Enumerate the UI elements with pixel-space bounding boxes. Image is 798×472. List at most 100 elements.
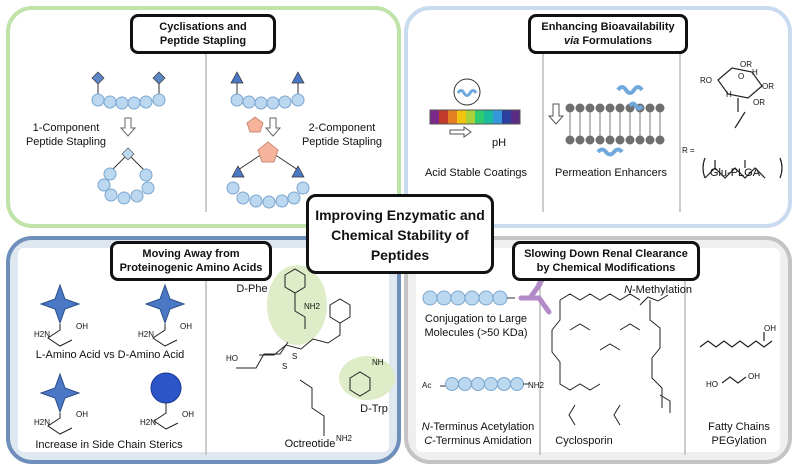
bulky-amino-acid <box>150 372 182 430</box>
permeation-enhancers-label: Permeation Enhancers <box>555 167 667 179</box>
title-italic: via <box>563 35 580 47</box>
title-line: Slowing Down Renal Clearance <box>524 248 688 260</box>
label-line: Fatty Chains <box>708 421 770 433</box>
staple-diamond-icon <box>152 71 166 85</box>
l-vs-d-label: L-Amino Acid vs D-Amino Acid <box>35 349 185 361</box>
chem-label: NH2 <box>528 381 545 390</box>
octreotide-structure <box>236 268 371 436</box>
ph-label: pH <box>491 137 507 149</box>
title-bioavailability: Enhancing Bioavailability via Formulatio… <box>528 14 688 54</box>
label-line: Peptide Stapling <box>25 136 107 148</box>
title-amino-acids: Moving Away from Proteinogenic Amino Aci… <box>110 241 272 281</box>
ph-spectrum-bar <box>429 109 521 125</box>
fatty-peg-label: Fatty Chains PEGylation <box>694 420 784 448</box>
n-methylation-label: N-Methylation <box>610 283 706 297</box>
n-letter: N <box>421 421 430 433</box>
chem-label: H <box>752 68 758 77</box>
star-icon <box>144 283 186 325</box>
central-title-line: Chemical Stability of <box>331 227 469 243</box>
plga-chain <box>702 157 783 179</box>
cyclic-peptide-1 <box>97 147 155 205</box>
chem-label: S <box>292 352 298 361</box>
central-title: Improving Enzymatic and Chemical Stabili… <box>306 194 494 274</box>
l-amino-acid <box>39 283 81 347</box>
membrane-bilayer <box>565 85 665 157</box>
chem-label: RO <box>700 76 712 85</box>
chem-label: S <box>282 362 288 371</box>
antibody-icon <box>518 273 552 315</box>
chem-label: OR <box>762 82 774 91</box>
right-arrow-icon <box>449 126 472 138</box>
dphe-label: D-Phe <box>236 283 268 295</box>
chem-label: OH <box>764 324 776 333</box>
conjugation-label: Conjugation to Large Molecules (>50 KDa) <box>410 312 542 340</box>
chem-label: H2N <box>34 418 51 427</box>
down-arrow-icon <box>119 117 137 137</box>
chem-label: HO <box>706 380 718 389</box>
acid-stable-coatings-label: Acid Stable Coatings <box>424 167 528 179</box>
linear-peptide-2 <box>230 71 305 110</box>
triangle-icon <box>291 165 305 178</box>
chem-label: HO <box>226 354 238 363</box>
chem-label: OH <box>180 322 192 331</box>
small-star-amino-acid <box>39 372 81 435</box>
panel-amino-acids-inner <box>18 248 389 452</box>
nmeth-text: -Methylation <box>632 284 692 296</box>
octreotide-label: Octreotide <box>284 438 336 450</box>
label-line: PEGylation <box>711 435 767 447</box>
fused-diamond-icon <box>121 147 135 161</box>
central-title-line: Peptides <box>370 247 430 263</box>
cyclic-peptide-2 <box>226 141 310 209</box>
chem-label: H <box>726 90 732 99</box>
label-line: 1-Component <box>32 122 100 134</box>
title-line: Enhancing Bioavailability <box>541 21 675 33</box>
chem-label: H2N <box>34 330 51 339</box>
cyclosporin-label: Cyclosporin <box>555 435 613 447</box>
central-title-line: Improving Enzymatic and <box>315 207 485 223</box>
title-rest: Formulations <box>579 35 653 47</box>
chem-label: R = <box>682 146 695 155</box>
capsule-icon <box>453 78 481 106</box>
title-renal-clearance: Slowing Down Renal Clearance by Chemical… <box>512 241 700 281</box>
triangle-icon <box>230 71 244 84</box>
chem-label: OR <box>740 60 752 69</box>
cyclosporin-structure <box>551 293 671 426</box>
glu-plga-label: Glu-PLGA <box>709 167 761 179</box>
label-line: 2-Component <box>308 122 376 134</box>
pentagon-linker-icon <box>257 141 279 163</box>
title-line: Proteinogenic Amino Acids <box>119 262 263 274</box>
chem-label: NH <box>372 358 384 367</box>
chem-label: H2N <box>138 330 155 339</box>
star-icon <box>39 372 81 414</box>
conjugated-peptide <box>422 290 515 306</box>
fatty-chain <box>699 332 773 348</box>
cterm-text: -Terminus Amidation <box>432 435 532 447</box>
c-letter: C <box>424 435 433 447</box>
triangle-icon <box>231 165 245 178</box>
title-line: Peptide Stapling <box>159 35 247 47</box>
chem-label: OH <box>76 322 88 331</box>
two-component-label: 2-Component Peptide Stapling <box>290 121 394 149</box>
chem-label: H2N <box>140 418 157 427</box>
title-line: Cyclisations and <box>159 21 247 33</box>
label-line: Molecules (>50 KDa) <box>424 327 528 339</box>
staple-diamond-icon <box>91 71 105 85</box>
title-cyclisations: Cyclisations and Peptide Stapling <box>130 14 276 54</box>
linear-peptide-1 <box>91 71 166 110</box>
dtrp-label: D-Trp <box>360 403 388 415</box>
chem-label: NH2 <box>336 434 353 443</box>
title-line: by Chemical Modifications <box>536 262 676 274</box>
dphe-highlight <box>267 265 327 345</box>
title-line: via Formulations <box>537 34 679 48</box>
panel-bioavailability <box>404 6 792 228</box>
chem-label: OH <box>76 410 88 419</box>
acetylated-peptide <box>440 377 529 391</box>
star-icon <box>39 283 81 325</box>
chem-label: O <box>738 72 745 81</box>
one-component-label: 1-Component Peptide Stapling <box>16 121 116 149</box>
pentagon-linker-icon <box>246 116 264 133</box>
triangle-icon <box>291 71 305 84</box>
bulky-sphere-icon <box>150 372 182 404</box>
peg-chain <box>721 376 747 384</box>
